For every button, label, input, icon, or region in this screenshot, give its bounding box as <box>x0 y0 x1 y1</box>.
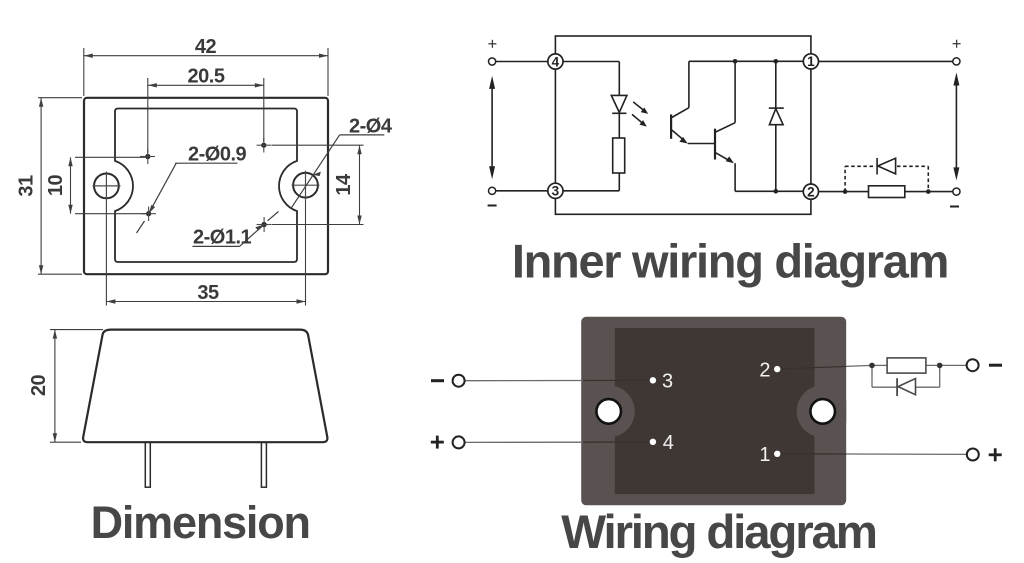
svg-text:Wiring diagram: Wiring diagram <box>561 506 876 559</box>
svg-text:Dimension: Dimension <box>91 497 310 548</box>
svg-text:2-Ø0.9: 2-Ø0.9 <box>188 144 247 166</box>
svg-text:3: 3 <box>662 370 673 392</box>
svg-text:31: 31 <box>16 175 38 197</box>
svg-text:35: 35 <box>197 282 219 304</box>
svg-text:20.5: 20.5 <box>188 66 225 88</box>
svg-text:2: 2 <box>807 184 815 199</box>
svg-text:2-Ø4: 2-Ø4 <box>349 115 393 137</box>
svg-text:3: 3 <box>552 184 560 199</box>
svg-text:4: 4 <box>663 432 674 454</box>
svg-text:2: 2 <box>759 359 770 381</box>
svg-text:20: 20 <box>28 375 50 397</box>
svg-text:1: 1 <box>807 54 815 69</box>
svg-text:Inner wiring diagram: Inner wiring diagram <box>512 235 948 288</box>
svg-text:10: 10 <box>45 175 67 197</box>
svg-text:2-Ø1.1: 2-Ø1.1 <box>193 226 252 248</box>
svg-text:4: 4 <box>552 54 560 69</box>
svg-text:14: 14 <box>333 173 355 196</box>
svg-text:1: 1 <box>759 444 770 466</box>
svg-text:42: 42 <box>195 36 217 58</box>
